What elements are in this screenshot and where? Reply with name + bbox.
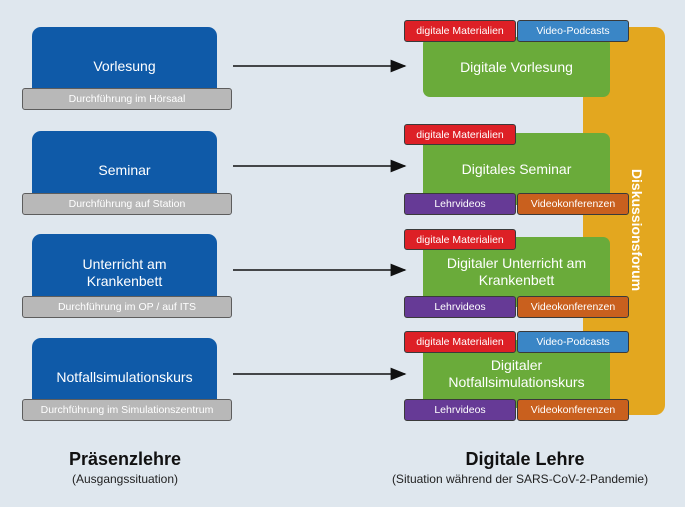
tag-digitale-materialien-4: digitale Materialien <box>404 331 516 353</box>
right-heading: Digitale Lehre <box>465 449 585 469</box>
tag-digitale-materialien-2: digitale Materialien <box>404 124 516 145</box>
tag-digitale-materialien-3: digitale Materialien <box>404 229 516 250</box>
left-sub-notfall: Durchführung im Simulationszentrum <box>22 399 232 421</box>
tag-digitale-materialien-1: digitale Materialien <box>404 20 516 42</box>
tag-lehrvideos-4: Lehrvideos <box>404 399 516 421</box>
right-subheading: (Situation während der SARS-CoV-2-Pandem… <box>391 472 649 486</box>
right-box-vorlesung: Digitale Vorlesung <box>423 37 610 97</box>
right-box-seminar: Digitales Seminar <box>423 133 610 205</box>
tag-lehrvideos-3: Lehrvideos <box>404 296 516 318</box>
tag-video-podcasts-1: Video-Podcasts <box>517 20 629 42</box>
tag-videokonferenzen-2: Videokonferenzen <box>517 193 629 215</box>
tag-video-podcasts-4: Video-Podcasts <box>517 331 629 353</box>
left-sub-seminar: Durchführung auf Station <box>22 193 232 215</box>
left-sub-vorlesung: Durchführung im Hörsaal <box>22 88 232 110</box>
left-heading: Präsenzlehre <box>68 449 182 469</box>
tag-videokonferenzen-4: Videokonferenzen <box>517 399 629 421</box>
tag-lehrvideos-2: Lehrvideos <box>404 193 516 215</box>
left-sub-krankenbett: Durchführung im OP / auf ITS <box>22 296 232 318</box>
tag-videokonferenzen-3: Videokonferenzen <box>517 296 629 318</box>
left-subheading: (Ausgangssituation) <box>71 472 179 486</box>
